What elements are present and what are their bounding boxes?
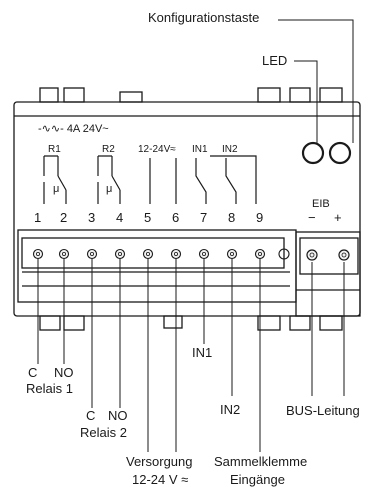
terminal-screw-head-5	[145, 251, 150, 256]
top-tab	[119, 91, 143, 103]
eib-plus-label: +	[334, 210, 342, 225]
supply-voltage-callout: 12-24 V ≈	[132, 472, 188, 487]
terminal-screw-8	[226, 248, 238, 260]
eib-minus-label: −	[308, 210, 316, 225]
common-name-callout: Sammelklemme	[214, 454, 307, 469]
relay2-contact-symbol	[97, 155, 113, 204]
rating-label: -∿∿- 4A 24V~	[38, 123, 109, 135]
top-tab	[63, 87, 85, 103]
top-tab	[39, 87, 59, 103]
relay2-c-callout: C	[86, 408, 95, 423]
relay2-no-callout: NO	[108, 408, 128, 423]
config-key-leader	[278, 19, 354, 143]
eib-label: EIB	[312, 198, 330, 210]
terminal-screw-head-4	[118, 251, 123, 256]
in2-callout: IN2	[220, 402, 240, 417]
callout-leaders	[37, 19, 354, 452]
in2-panel-label: IN2	[222, 144, 238, 155]
strip-end-screw	[278, 248, 290, 260]
relay1-no-callout: NO	[54, 365, 74, 380]
terminal-screw-head-8	[229, 251, 234, 256]
terminal-screw-7	[198, 248, 210, 260]
relay2-name-callout: Relais 2	[80, 425, 127, 440]
relay2-mu-label: μ	[106, 183, 112, 195]
panel-labels: -∿∿- 4A 24V~ R1 R2 12-24V≈ IN1 IN2 EIB −…	[38, 123, 342, 225]
terminal-screw-1	[32, 248, 44, 260]
config-key-button[interactable]	[328, 141, 352, 165]
terminal-screw-2	[58, 248, 70, 260]
supply-label: 12-24V≈	[138, 144, 176, 155]
terminal-screw-4	[114, 248, 126, 260]
terminal-screw-6	[170, 248, 182, 260]
led-leader	[294, 60, 318, 143]
housing	[13, 101, 361, 317]
supply-name-callout: Versorgung	[126, 454, 193, 469]
terminal-number-7: 7	[200, 210, 207, 225]
in1-switch-symbol	[195, 158, 207, 204]
bottom-tab	[319, 315, 343, 331]
relay1-name-callout: Relais 1	[26, 381, 73, 396]
eib-minus-screw	[306, 249, 318, 261]
led-callout: LED	[262, 53, 287, 68]
device-body	[13, 87, 361, 331]
relay1-switch	[57, 175, 67, 191]
relay1-mu-label: μ	[53, 183, 59, 195]
eib-screws	[306, 249, 350, 261]
bottom-tab	[39, 315, 61, 331]
terminal-screw-5	[142, 248, 154, 260]
in2-switch-symbol	[225, 158, 237, 204]
bottom-tab	[289, 315, 311, 331]
in1-callout: IN1	[192, 345, 212, 360]
terminal-strip	[21, 237, 285, 269]
config-key-callout: Konfigurationstaste	[148, 10, 259, 25]
circuit-symbols	[43, 155, 257, 204]
common-lead	[210, 155, 257, 204]
common-sub-callout: Eingänge	[230, 472, 285, 487]
eib-connector	[299, 237, 359, 275]
relay1-c-callout: C	[28, 365, 37, 380]
terminal-number-3: 3	[88, 210, 95, 225]
relay1-contact-symbol	[43, 155, 59, 204]
terminal-number-4: 4	[116, 210, 123, 225]
in1-panel-label: IN1	[192, 144, 208, 155]
terminal-number-9: 9	[256, 210, 263, 225]
bottom-tab	[257, 315, 281, 331]
terminal-number-1: 1	[34, 210, 41, 225]
terminal-number-2: 2	[60, 210, 67, 225]
terminal-number-5: 5	[144, 210, 151, 225]
led-indicator	[301, 141, 325, 165]
eib-minus-screw-head	[309, 252, 315, 258]
bus-callout: BUS-Leitung	[286, 403, 360, 418]
terminal-screw-3	[86, 248, 98, 260]
top-tab	[319, 87, 343, 103]
eib-plus-screw	[338, 249, 350, 261]
terminal-screw-head-6	[173, 251, 178, 256]
front-controls	[301, 141, 352, 165]
terminal-screws	[32, 248, 290, 260]
terminal-screw-head-3	[90, 251, 95, 256]
terminal-number-6: 6	[172, 210, 179, 225]
bottom-tab	[63, 315, 85, 331]
bottom-tab	[163, 315, 183, 329]
terminal-number-8: 8	[228, 210, 235, 225]
callout-labels: Konfigurationstaste LED C NO Relais 1 C …	[26, 10, 360, 487]
r1-label: R1	[48, 144, 61, 155]
eib-block	[295, 231, 361, 317]
terminal-screw-head-1	[36, 251, 41, 256]
eib-plus-screw-head	[341, 252, 347, 258]
terminal-screw-head-2	[62, 251, 67, 256]
terminal-strip-frame	[17, 229, 297, 303]
relay2-switch	[111, 175, 121, 191]
r2-label: R2	[102, 144, 115, 155]
terminal-screw-head-9	[257, 251, 262, 256]
terminal-screw-9	[254, 248, 266, 260]
terminal-number-labels: 1 2 3 4 5 6 7 8 9	[34, 210, 263, 225]
top-tab	[257, 87, 281, 103]
top-tab	[289, 87, 311, 103]
terminal-screw-head-7	[201, 251, 206, 256]
